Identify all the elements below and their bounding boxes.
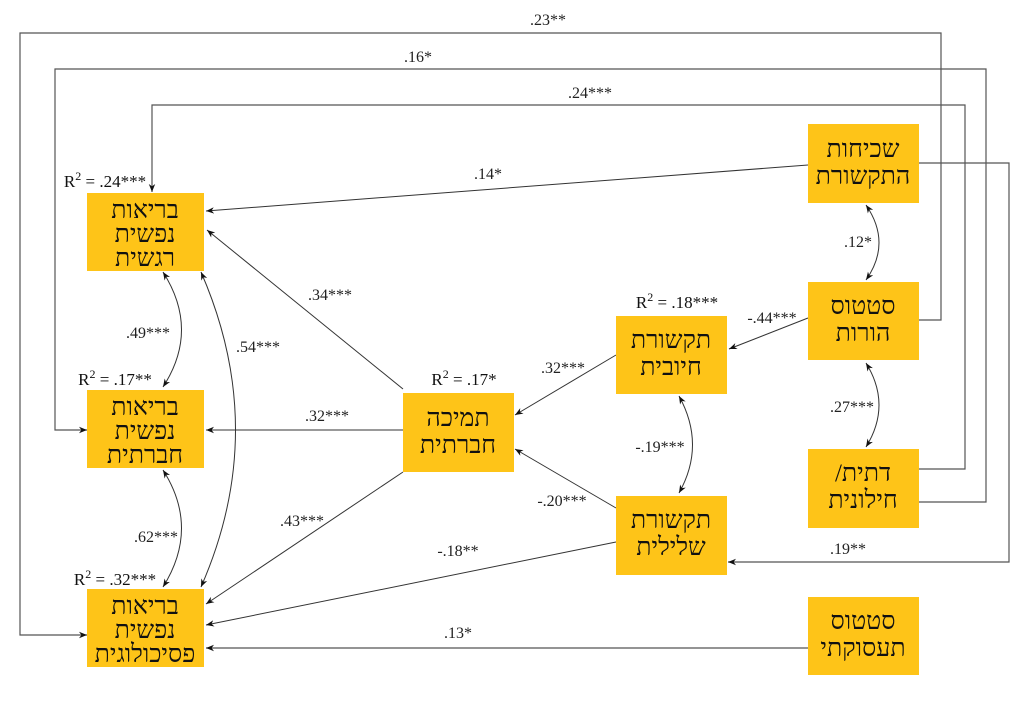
node-label: בריאות <box>111 197 179 224</box>
node-positive-communication: תקשורת חיובית <box>616 316 727 394</box>
node-label: נפשית <box>115 617 176 644</box>
node-label: תקשורת <box>631 507 711 534</box>
node-negative-communication: תקשורת שלילית <box>616 496 727 575</box>
node-label: נפשית <box>115 221 176 248</box>
node-label: חיובית <box>640 354 702 381</box>
coef-support-psych: .43*** <box>280 513 324 530</box>
node-label: תקשורת <box>631 327 711 354</box>
node-label: בריאות <box>111 394 179 421</box>
node-religious-secular: דתית/ חילונית <box>808 449 919 528</box>
path-negative-to-support <box>514 448 617 509</box>
node-label: נפשית <box>115 418 176 445</box>
path-negative-to-psychological <box>205 541 617 627</box>
node-label: הורות <box>836 320 891 347</box>
node-label: התקשורת <box>816 163 911 190</box>
node-label: פסיכולוגית <box>95 641 196 668</box>
node-social-wellbeing: בריאות נפשית חברתית <box>87 390 204 469</box>
coef-frequency-parental: .12* <box>844 234 872 251</box>
r2-positive: R2 = .18*** <box>636 290 718 312</box>
r2-support: R2 = .17* <box>431 367 496 389</box>
corr-frequency-parental <box>865 204 880 281</box>
path-positive-to-support <box>514 354 617 416</box>
coef-emotional-social: .49*** <box>126 325 170 342</box>
coef-positive-support: .32*** <box>541 360 585 377</box>
corr-emotional-social <box>162 271 182 388</box>
coef-negative-support: -.20*** <box>537 493 586 510</box>
node-parental-status: סטטוס הורות <box>808 282 919 360</box>
coef-parental-positive: -.44*** <box>747 310 796 327</box>
path-frequency-to-emotional <box>205 164 809 214</box>
node-communication-frequency: שכיחות התקשורת <box>808 124 919 203</box>
node-label: שכיחות <box>827 136 900 163</box>
path-support-to-emotional <box>206 229 404 390</box>
coef-employment-psych: .13* <box>444 625 472 642</box>
node-label: רגשית <box>115 245 175 272</box>
coef-frequency-negative: .19** <box>830 541 866 558</box>
node-emotional-wellbeing: בריאות נפשית רגשית <box>87 193 204 272</box>
node-label: סטטוס <box>830 293 895 320</box>
node-label: תעסוקתי <box>820 635 905 662</box>
r2-social: R2 = .17** <box>78 367 152 389</box>
path-parental-to-positive <box>728 317 809 350</box>
r2-psychological: R2 = .32*** <box>74 567 156 589</box>
coef-support-social: .32*** <box>305 408 349 425</box>
node-label: שלילית <box>636 534 706 561</box>
path-frequency-to-negative <box>728 162 1010 566</box>
coef-parental-psych: .23** <box>530 12 566 29</box>
corr-social-psychological <box>162 469 182 588</box>
r2-emotional: R2 = .24*** <box>64 169 146 191</box>
coef-frequency-emotional: .14* <box>474 166 502 183</box>
node-label: סטטוס <box>830 608 895 635</box>
path-religious-to-emotional <box>148 104 966 470</box>
node-label: בריאות <box>111 593 179 620</box>
coef-negative-psych: -.18** <box>437 543 478 560</box>
node-label: דתית/ <box>835 460 891 487</box>
coef-social-psych: .62*** <box>134 529 178 546</box>
coef-parental-religious: .27*** <box>830 399 874 416</box>
corr-parental-religious <box>865 362 880 448</box>
corr-positive-negative <box>678 395 693 494</box>
node-label: חברתית <box>107 442 183 469</box>
coef-emotional-psych: .54*** <box>236 339 280 356</box>
node-label: חילונית <box>828 487 897 514</box>
node-label: חברתית <box>420 432 496 459</box>
coef-religious-emotional: .24*** <box>568 85 612 102</box>
corr-emotional-psychological <box>200 271 236 588</box>
coef-religious-social: .16* <box>404 49 432 66</box>
path-support-to-psychological <box>205 471 404 605</box>
path-religious-to-social <box>54 68 987 503</box>
node-social-support: תמיכה חברתית <box>403 393 514 472</box>
path-parental-to-psychological <box>19 32 942 639</box>
coef-positive-negative: -.19*** <box>635 439 684 456</box>
node-label: תמיכה <box>426 405 489 432</box>
node-employment-status: סטטוס תעסוקתי <box>808 597 919 675</box>
coef-support-emotional: .34*** <box>308 287 352 304</box>
node-psychological-wellbeing: בריאות נפשית פסיכולוגית <box>87 589 204 668</box>
